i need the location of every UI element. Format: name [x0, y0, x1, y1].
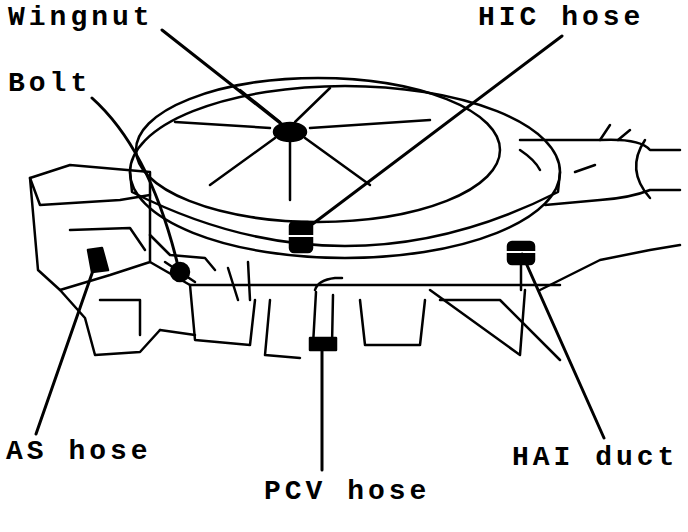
part-label: PCV hose	[264, 478, 430, 506]
part-label: Bolt	[8, 70, 91, 98]
part-label: AS hose	[6, 438, 152, 466]
part-label: HAI duct	[512, 444, 678, 472]
part-label: Wingnut	[8, 4, 154, 32]
part-label: HIC hose	[478, 4, 644, 32]
